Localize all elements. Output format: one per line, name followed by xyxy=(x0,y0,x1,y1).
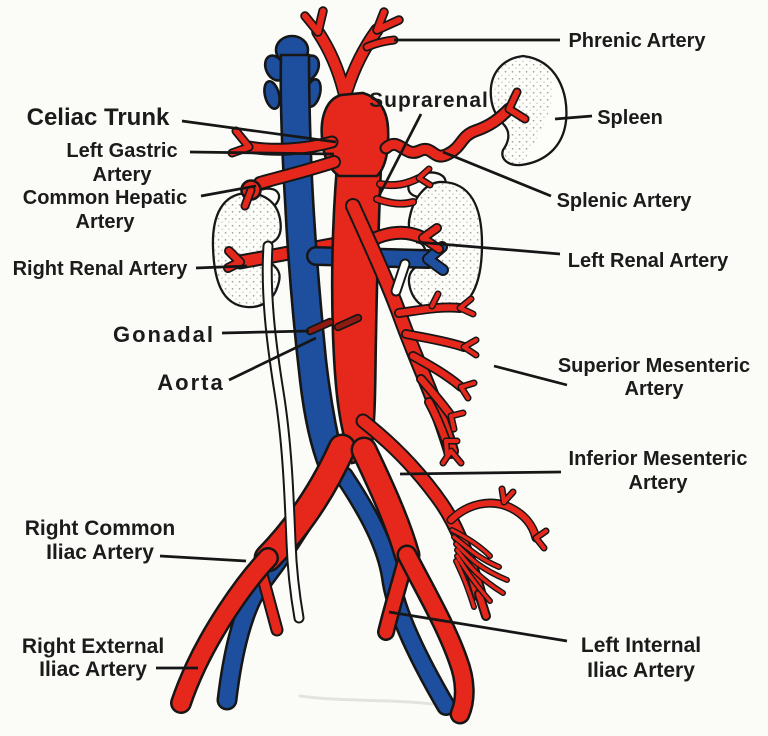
right-ureter xyxy=(261,240,305,624)
labels: Phrenic Artery Celiac Trunk Left Gastric… xyxy=(13,30,751,682)
leader-left-renal-artery xyxy=(415,240,561,256)
label-inferior-mesenteric-line2: Artery xyxy=(629,472,689,494)
gonadal-arteries-vessel xyxy=(305,313,363,336)
label-left-gastric-line2: Artery xyxy=(93,164,153,186)
leader-left-internal-iliac xyxy=(388,610,568,643)
label-gonadal: Gonadal xyxy=(113,322,215,347)
celiac-trunk-vessel xyxy=(320,91,390,178)
label-common-hepatic-line2: Artery xyxy=(76,211,136,233)
label-left-renal-artery: Left Renal Artery xyxy=(568,250,729,272)
iliac-arteries-vessel xyxy=(170,433,475,725)
label-right-renal-artery: Right Renal Artery xyxy=(13,258,189,280)
leader-aorta xyxy=(228,336,317,382)
phrenic-artery-vessel xyxy=(300,6,404,99)
leader-splenic-artery xyxy=(442,150,552,198)
leader-inferior-mesenteric xyxy=(399,470,562,476)
label-left-gastric-line1: Left Gastric xyxy=(66,140,177,162)
leader-right-renal-artery xyxy=(195,264,248,270)
ivc-left-stub xyxy=(263,80,281,110)
superior-mesenteric-artery-vessel xyxy=(345,198,480,467)
inferior-mesenteric-artery-vessel xyxy=(355,413,550,621)
label-right-external-iliac-line2: Iliac Artery xyxy=(39,658,147,681)
label-splenic-artery: Splenic Artery xyxy=(557,190,693,212)
label-phrenic-artery: Phrenic Artery xyxy=(568,30,706,52)
left-external-iliac-artery xyxy=(399,547,473,722)
label-superior-mesenteric-line2: Artery xyxy=(625,378,685,400)
leader-gonadal xyxy=(221,329,310,335)
label-common-hepatic-line1: Common Hepatic xyxy=(23,187,187,209)
spleen-stipple xyxy=(490,56,553,166)
label-inferior-mesenteric-line1: Inferior Mesenteric xyxy=(569,448,748,470)
suprarenal-arteries-vessel xyxy=(373,165,434,208)
right-external-iliac-artery xyxy=(172,549,277,712)
right-common-iliac-artery xyxy=(256,436,354,570)
label-spleen: Spleen xyxy=(597,107,663,129)
label-right-common-iliac-line2: Iliac Artery xyxy=(46,541,154,564)
leader-celiac-trunk xyxy=(181,119,337,144)
leader-suprarenal xyxy=(377,113,423,197)
label-celiac-trunk: Celiac Trunk xyxy=(27,104,170,131)
left-iliac-vein xyxy=(336,468,454,714)
leader-right-common-iliac xyxy=(159,554,247,563)
leader-left-gastric-artery xyxy=(189,150,335,156)
left-common-iliac-artery xyxy=(353,439,418,566)
leader-common-hepatic-artery xyxy=(200,184,257,198)
label-suprarenal: Suprarenal xyxy=(369,89,489,112)
leader-spleen xyxy=(554,114,593,121)
paper-smudge xyxy=(298,694,434,706)
label-right-common-iliac-line1: Right Common xyxy=(25,517,175,540)
label-left-internal-iliac-line2: Iliac Artery xyxy=(587,659,695,682)
label-superior-mesenteric-line1: Superior Mesenteric xyxy=(558,355,750,377)
left-gastric-artery-vessel xyxy=(227,126,339,158)
label-right-external-iliac-line1: Right External xyxy=(22,635,164,658)
label-aorta: Aorta xyxy=(157,370,224,395)
leader-superior-mesenteric xyxy=(493,364,568,387)
left-ureter-stub xyxy=(390,258,411,297)
leader-lines xyxy=(156,38,593,670)
label-left-internal-iliac-line1: Left Internal xyxy=(581,634,701,657)
